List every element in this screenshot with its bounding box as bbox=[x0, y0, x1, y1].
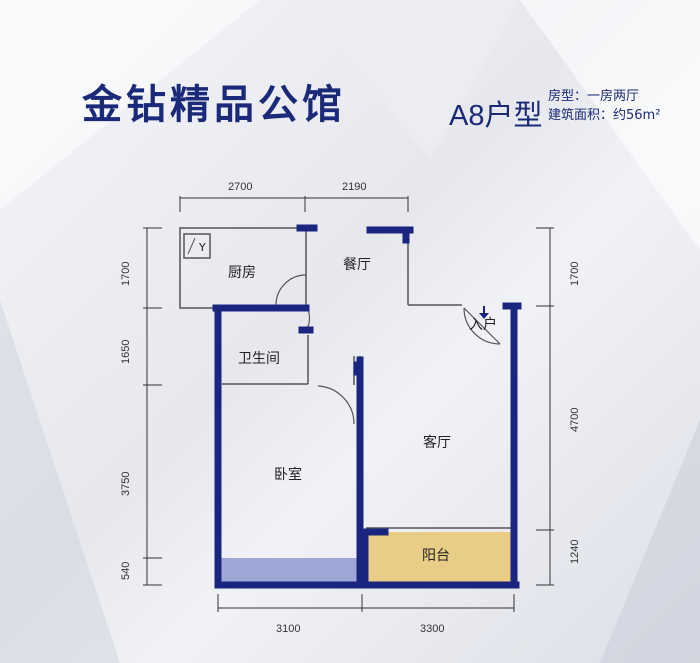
dim-right-1: 1700 bbox=[569, 262, 581, 286]
dim-right-3: 1240 bbox=[569, 540, 581, 564]
bedroom-label: 卧室 bbox=[274, 466, 302, 483]
unit-type-label: A8户型 bbox=[449, 100, 543, 132]
kitchen-label: 厨房 bbox=[228, 265, 256, 281]
dim-top-1: 2700 bbox=[228, 181, 252, 193]
structural-walls bbox=[212, 224, 522, 589]
living-label: 客厅 bbox=[423, 434, 451, 451]
balcony-label: 阳台 bbox=[422, 548, 450, 564]
balcony-floor bbox=[366, 532, 512, 582]
kitchen-sink bbox=[183, 233, 211, 259]
bedroom-balcony-floor bbox=[219, 558, 359, 582]
area-label: 建筑面积：约56m² bbox=[548, 108, 661, 123]
bathroom-label: 卫生间 bbox=[238, 351, 280, 367]
dim-right-2: 4700 bbox=[569, 408, 581, 432]
dim-left-2: 1650 bbox=[120, 340, 132, 364]
dim-left-3: 3750 bbox=[120, 472, 132, 496]
sink-slash-icon bbox=[187, 237, 196, 255]
unit-info: 房型：一房两厅 建筑面积：约56m² bbox=[548, 87, 660, 125]
kitchen-door-swing bbox=[275, 274, 307, 306]
dim-bottom-1: 3100 bbox=[276, 623, 300, 635]
entrance-door-swing bbox=[463, 307, 501, 345]
dim-left-4: 540 bbox=[120, 562, 132, 580]
layout-label: 房型：一房两厅 bbox=[548, 89, 640, 104]
entrance-label: 入户 bbox=[469, 316, 497, 333]
kitchen-mark: Y bbox=[198, 241, 206, 254]
dimension-lines bbox=[143, 196, 554, 612]
dim-bottom-2: 3300 bbox=[420, 623, 444, 635]
door-swings bbox=[275, 274, 501, 425]
dim-left-1: 1700 bbox=[120, 262, 132, 286]
entrance-arrow-icon bbox=[479, 306, 489, 319]
bedroom-door-swing bbox=[317, 385, 355, 425]
project-title: 金钻精品公馆 bbox=[82, 82, 346, 128]
dining-label: 餐厅 bbox=[343, 257, 371, 273]
dim-top-2: 2190 bbox=[342, 181, 366, 193]
